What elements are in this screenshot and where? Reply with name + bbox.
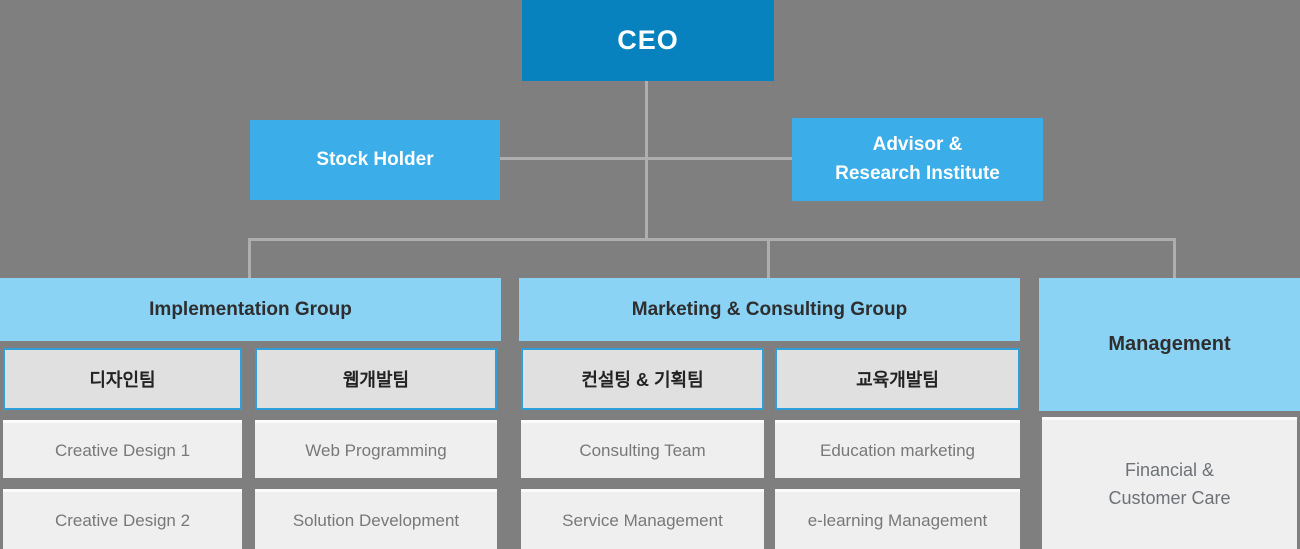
team-education-development: 교육개발팀 <box>775 348 1020 410</box>
member-education-marketing: Education marketing <box>775 420 1020 478</box>
member-elearning-management: e-learning Management <box>775 489 1020 549</box>
connector-marketing-drop <box>767 241 770 278</box>
management-group-header: Management <box>1039 278 1300 411</box>
ceo-node: CEO <box>522 0 774 81</box>
connector-ceo-vertical <box>645 81 648 240</box>
connector-implementation-drop <box>248 241 251 278</box>
connector-groups-horizontal <box>248 238 1176 241</box>
member-creative-design-2: Creative Design 2 <box>3 489 242 549</box>
connector-advisors-horizontal <box>500 157 792 160</box>
advisor-research-institute-node: Advisor & Research Institute <box>792 118 1043 201</box>
team-web-development: 웹개발팀 <box>255 348 497 410</box>
team-consulting-planning: 컨설팅 & 기획팀 <box>521 348 764 410</box>
connector-management-drop <box>1173 241 1176 278</box>
member-creative-design-1: Creative Design 1 <box>3 420 242 478</box>
team-design: 디자인팀 <box>3 348 242 410</box>
member-web-programming: Web Programming <box>255 420 497 478</box>
member-solution-development: Solution Development <box>255 489 497 549</box>
member-consulting-team: Consulting Team <box>521 420 764 478</box>
implementation-group-header: Implementation Group <box>0 278 501 341</box>
marketing-consulting-group-header: Marketing & Consulting Group <box>519 278 1020 341</box>
department-financial-customer-care: Financial & Customer Care <box>1042 417 1297 549</box>
member-service-management: Service Management <box>521 489 764 549</box>
stock-holder-node: Stock Holder <box>250 120 500 200</box>
